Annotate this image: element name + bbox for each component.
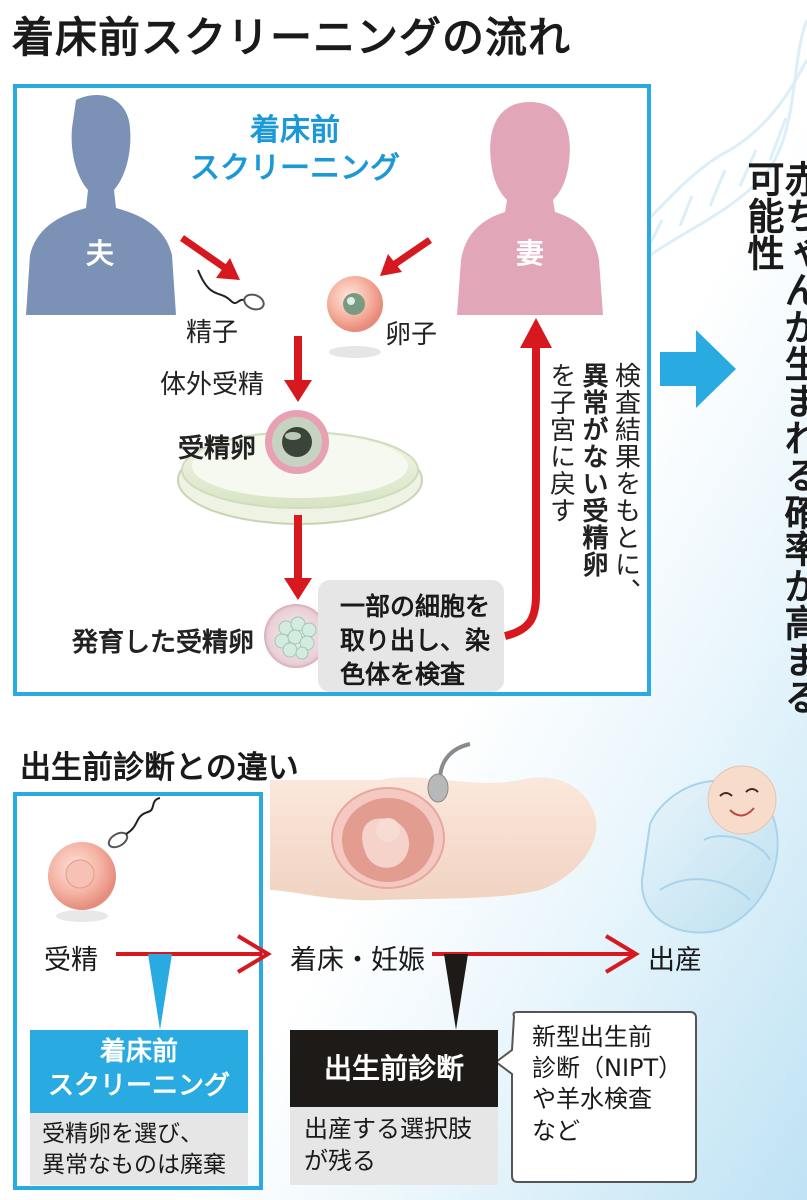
husband-to-sperm-arrow bbox=[180, 235, 240, 280]
wife-silhouette bbox=[457, 102, 603, 315]
sperm-icon bbox=[197, 269, 265, 311]
sperm-label: 精子 bbox=[186, 318, 239, 348]
speech-line2: 診断（NIPT） bbox=[532, 1054, 683, 1083]
screening-compare-frame bbox=[13, 792, 263, 1190]
wife-to-egg-arrow bbox=[380, 237, 432, 276]
fertilization-to-pregnancy-arrow bbox=[116, 934, 272, 974]
screening-box-head-1: 着床前 bbox=[99, 1037, 178, 1067]
screening-label-line2: スクリーニング bbox=[190, 150, 400, 186]
developed-egg-label: 発育した受精卵 bbox=[72, 628, 255, 658]
ivf-label: 体外受精 bbox=[160, 370, 265, 400]
fertilized-to-developed-arrow bbox=[284, 515, 312, 600]
prenatal-pointer bbox=[444, 954, 468, 1030]
screening-box-body-1: 受精卵を選び、 bbox=[42, 1121, 203, 1147]
egg-icon bbox=[327, 276, 383, 358]
pregnancy-icon bbox=[270, 742, 597, 901]
section-title: 出生前診断との違い bbox=[20, 750, 299, 786]
flow-pregnancy: 着床・妊娠 bbox=[290, 945, 425, 976]
prenatal-box-body: 出産する選択肢 が残る bbox=[290, 1107, 498, 1185]
return-text: 検査結果をもとに、異常がない受精卵を子宮に戻す bbox=[544, 362, 642, 662]
page-title: 着床前スクリーニングの流れ bbox=[12, 13, 572, 62]
return-to-uterus-arrow bbox=[503, 318, 552, 640]
screening-box-head-2: スクリーニング bbox=[47, 1070, 230, 1101]
flow-birth: 出産 bbox=[648, 945, 702, 976]
return-text-1: 検査結果をもとに、 bbox=[610, 362, 641, 605]
screening-flow-graphics bbox=[177, 235, 736, 668]
return-text-3: を子宮に戻す bbox=[545, 362, 576, 524]
fertilized-egg-icon bbox=[265, 410, 329, 474]
sperm-to-fertilized-arrow bbox=[284, 336, 312, 402]
speech-text: 新型出生前 診断（NIPT） や羊水検査 など bbox=[532, 1022, 692, 1147]
screening-box-body: 受精卵を選び、 異常なものは廃棄 bbox=[30, 1113, 248, 1185]
baby-icon bbox=[640, 765, 779, 934]
husband-label: 夫 bbox=[86, 237, 115, 270]
flow-fertilization: 受精 bbox=[44, 945, 98, 976]
result-arrow bbox=[660, 330, 736, 408]
return-text-2: 異常がない受精卵 bbox=[578, 362, 608, 578]
developed-egg-icon bbox=[264, 604, 328, 668]
screening-label-line1: 着床前 bbox=[250, 113, 340, 148]
egg-label: 卵子 bbox=[385, 320, 438, 350]
prenatal-box-header: 出生前診断 bbox=[290, 1030, 498, 1107]
comparison-graphics bbox=[48, 742, 779, 1183]
cell-test-line3: 色体を検査 bbox=[340, 659, 466, 689]
cell-test-text: 一部の細胞を 取り出し、染 色体を検査 bbox=[340, 590, 495, 691]
cell-test-line1: 一部の細胞を bbox=[340, 592, 491, 621]
result-text: 赤ちゃんが生まれる確率が高まる可能性 bbox=[741, 160, 807, 715]
screening-box-header: 着床前 スクリーニング bbox=[30, 1030, 248, 1113]
prenatal-box-body-1: 出産する選択肢 bbox=[304, 1115, 472, 1143]
fertilized-egg-label: 受精卵 bbox=[178, 434, 257, 464]
speech-bubble bbox=[494, 1011, 697, 1183]
screening-pointer bbox=[148, 954, 172, 1030]
petri-dish-icon bbox=[177, 431, 423, 525]
fertilization-icon bbox=[48, 797, 161, 922]
speech-line1: 新型出生前 bbox=[532, 1023, 652, 1051]
prenatal-box-body-2: が残る bbox=[304, 1147, 376, 1176]
husband-silhouette bbox=[26, 95, 176, 315]
cell-test-callout bbox=[318, 580, 504, 692]
wife-label: 妻 bbox=[516, 237, 545, 270]
cell-test-line2: 取り出し、染 bbox=[340, 625, 491, 655]
screening-box-body-2: 異常なものは廃棄 bbox=[42, 1152, 226, 1179]
screening-label: 着床前 スクリーニング bbox=[190, 112, 400, 187]
speech-line4: など bbox=[532, 1116, 580, 1145]
speech-line3: や羊水検査 bbox=[532, 1085, 652, 1114]
